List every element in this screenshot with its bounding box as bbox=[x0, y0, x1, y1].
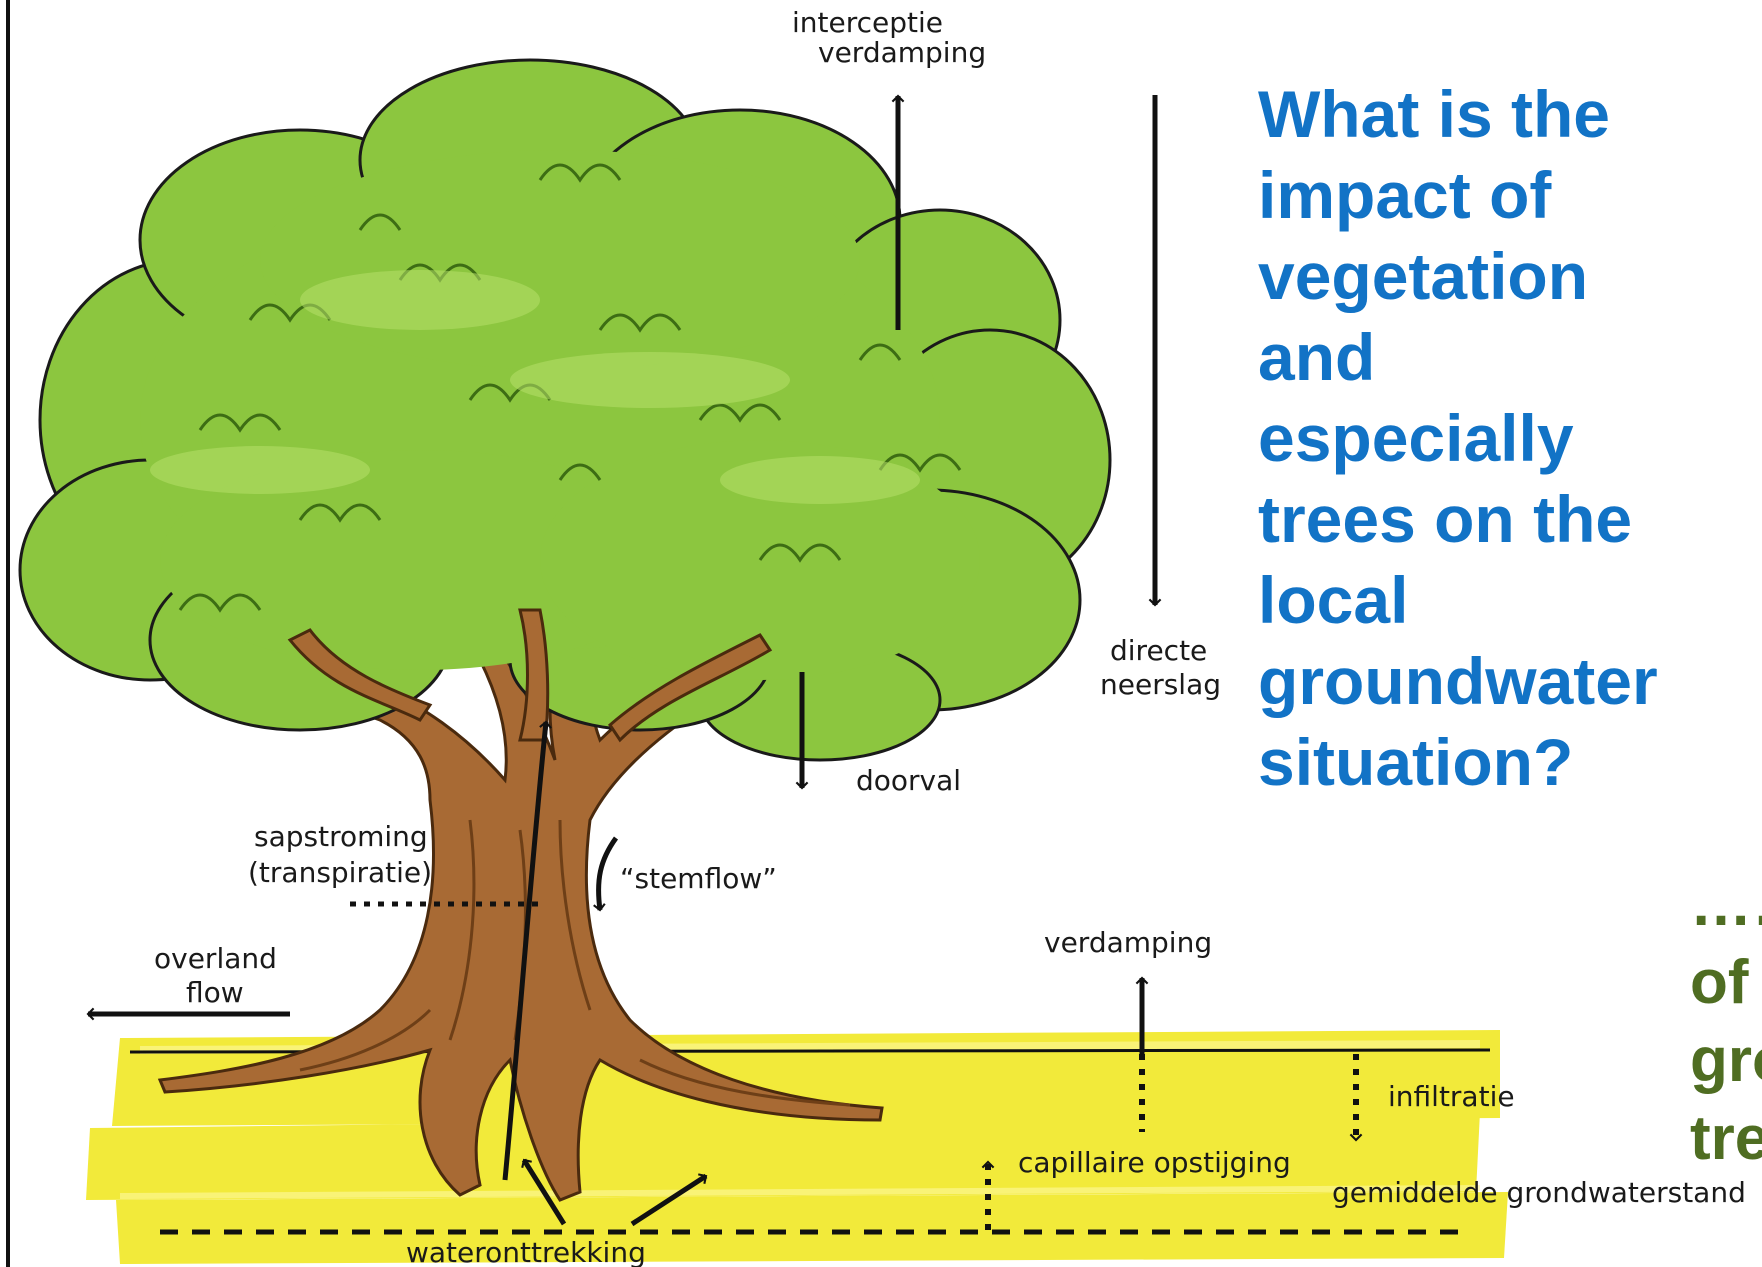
label-grondwaterstand: gemiddelde grondwaterstand bbox=[1332, 1176, 1746, 1209]
label-neerslag: neerslag bbox=[1100, 668, 1221, 701]
question-line: vegetation bbox=[1258, 236, 1738, 317]
label-wateronttrekking: wateronttrekking bbox=[406, 1236, 646, 1267]
label-flow: flow bbox=[186, 976, 244, 1009]
label-directe: directe bbox=[1110, 634, 1207, 667]
question-line: What is the bbox=[1258, 74, 1738, 155]
cutoff-line: of bbox=[1690, 944, 1762, 1022]
label-overland: overland bbox=[154, 942, 277, 975]
question-line: impact of bbox=[1258, 155, 1738, 236]
question-line: groundwater bbox=[1258, 641, 1738, 722]
question-line: and bbox=[1258, 317, 1738, 398]
question-line: trees on the bbox=[1258, 479, 1738, 560]
question-line: especially bbox=[1258, 398, 1738, 479]
question-heading: What is the impact of vegetation and esp… bbox=[1258, 74, 1738, 803]
tree-foliage bbox=[20, 60, 1110, 760]
label-transpiratie: (transpiratie) bbox=[248, 856, 432, 889]
cutoff-text: …… of gro tre bbox=[1690, 866, 1762, 1236]
label-sapstroming: sapstroming bbox=[254, 820, 428, 853]
label-stemflow: “stemflow” bbox=[620, 862, 777, 895]
cutoff-line: gro bbox=[1690, 1022, 1762, 1100]
label-capillaire: capillaire opstijging bbox=[1018, 1146, 1291, 1179]
stemflow-arrow bbox=[599, 838, 616, 910]
question-line: local bbox=[1258, 560, 1738, 641]
label-verdamping-top: verdamping bbox=[818, 36, 986, 69]
label-doorval: doorval bbox=[856, 764, 961, 797]
question-line: situation? bbox=[1258, 722, 1738, 803]
cutoff-line: …… bbox=[1690, 866, 1762, 944]
label-verdamping-ground: verdamping bbox=[1044, 926, 1212, 959]
label-infiltratie: infiltratie bbox=[1388, 1080, 1515, 1113]
label-interceptie: interceptie bbox=[792, 6, 943, 39]
cutoff-line: tre bbox=[1690, 1100, 1762, 1178]
